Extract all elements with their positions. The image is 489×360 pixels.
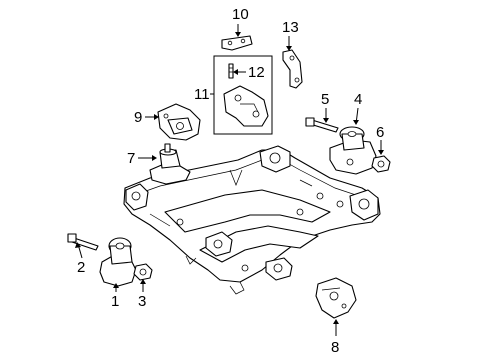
callout-1: 1 xyxy=(111,293,119,310)
callout-3: 3 xyxy=(138,293,146,310)
callout-9: 9 xyxy=(134,109,142,126)
callout-4: 4 xyxy=(354,91,362,108)
bracket-part-10 xyxy=(221,35,253,51)
mount-part-9 xyxy=(157,103,201,141)
leader-lines xyxy=(75,24,384,336)
bracket-part-8 xyxy=(315,277,357,319)
mount-part-4 xyxy=(329,126,377,175)
callout-8: 8 xyxy=(331,339,339,356)
mount-part-1 xyxy=(99,237,137,287)
callout-13: 13 xyxy=(282,19,299,36)
callout-5: 5 xyxy=(321,91,329,108)
callout-10: 10 xyxy=(232,6,249,23)
bracket-part-13 xyxy=(282,49,303,89)
nut-part-3 xyxy=(133,263,153,281)
mount-part-7 xyxy=(149,143,191,185)
callout-12: 12 xyxy=(248,64,265,81)
subframe xyxy=(123,145,381,295)
part-11-group-box xyxy=(213,55,273,135)
stud-part-12 xyxy=(228,63,234,79)
callout-labels: 10 13 12 11 9 7 5 4 6 2 1 3 8 xyxy=(77,6,384,356)
bolt-part-2 xyxy=(67,233,99,251)
callout-6: 6 xyxy=(376,124,384,141)
callout-2: 2 xyxy=(77,259,85,276)
nut-part-6 xyxy=(371,155,391,173)
callout-11: 11 xyxy=(194,86,210,103)
bolt-part-5 xyxy=(305,117,339,133)
callout-7: 7 xyxy=(127,150,135,167)
